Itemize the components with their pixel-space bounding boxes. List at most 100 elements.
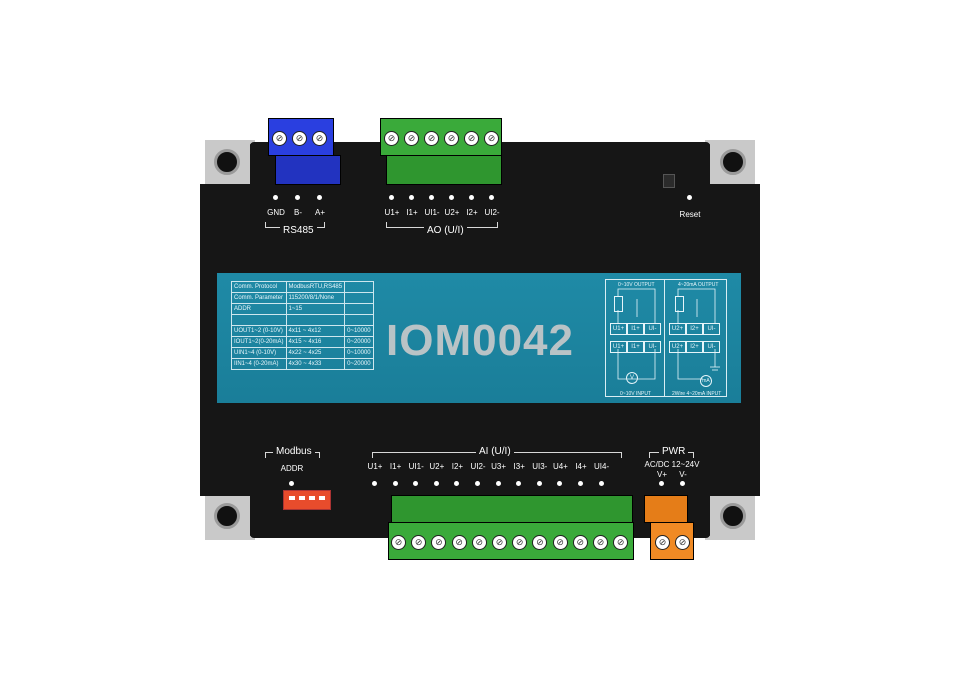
pwr-pin: [659, 481, 664, 486]
spec-cell: 0~10000: [344, 347, 374, 359]
screw-icon[interactable]: ⊘: [292, 131, 307, 146]
ai-pin-label: I4+: [575, 462, 587, 471]
terminal-cell: UI-: [703, 323, 720, 335]
screw-icon[interactable]: ⊘: [384, 131, 399, 146]
terminal-cell: I1+: [627, 341, 644, 353]
ai-pin: [454, 481, 460, 486]
terminal-cell: UI-: [644, 323, 661, 335]
spec-cell: Comm. Parameter: [231, 292, 287, 304]
pwr-terminal-base: [644, 495, 688, 523]
spec-cell: 0~10000: [344, 325, 374, 337]
screw-icon[interactable]: ⊘: [532, 535, 548, 550]
screw-icon[interactable]: ⊘: [411, 535, 427, 550]
ai-pin-label: UI2-: [470, 462, 486, 471]
rs485-pin-label: A+: [314, 208, 326, 217]
rs485-pin: [317, 195, 322, 200]
spec-cell: Comm. Protocol: [231, 281, 287, 293]
in-i-title: 2Wire 4~20mA INPUT: [672, 391, 722, 397]
screw-icon[interactable]: ⊘: [484, 131, 499, 146]
ao-pin: [469, 195, 474, 200]
screw-icon[interactable]: ⊘: [444, 131, 459, 146]
spec-cell: [344, 281, 374, 293]
terminal-cell: I2+: [686, 323, 703, 335]
screw-icon[interactable]: ⊘: [655, 535, 670, 550]
rs485-terminal-base: [275, 155, 341, 185]
terminal-cell: U1+: [610, 323, 627, 335]
pwr-group-label: PWR: [659, 446, 689, 457]
screw-icon[interactable]: ⊘: [572, 535, 588, 550]
terminal-cell: U2+: [669, 341, 686, 353]
pwr-spec-label: AC/DC 12~24V: [644, 460, 700, 469]
ai-pin-label: I1+: [389, 462, 402, 471]
screw-icon[interactable]: ⊘: [613, 535, 629, 550]
screw-icon[interactable]: ⊘: [272, 131, 287, 146]
screw-icon[interactable]: ⊘: [675, 535, 690, 550]
ao-pin: [449, 195, 454, 200]
ai-group-label: AI (U/I): [476, 446, 514, 457]
terminal-cell: U1+: [610, 341, 627, 353]
screw-icon[interactable]: ⊘: [424, 131, 439, 146]
screw-icon[interactable]: ⊘: [492, 535, 507, 550]
screw-icon[interactable]: ⊘: [312, 131, 327, 146]
screw-icon[interactable]: ⊘: [391, 535, 406, 550]
ai-pin-label: I3+: [513, 462, 525, 471]
ai-pin: [392, 481, 398, 486]
ai-pin-label: I2+: [451, 462, 464, 471]
ao-pin: [489, 195, 494, 200]
ai-terminal-base: [391, 495, 633, 523]
rs485-pin-label: GND: [267, 208, 285, 217]
rs485-group-label: RS485: [280, 225, 317, 236]
spec-cell: ModbusRTU,RS485: [285, 281, 346, 293]
spec-cell: 4x30 ~ 4x33: [285, 358, 346, 370]
screw-icon[interactable]: ⊘: [512, 535, 528, 550]
addr-dip-switch[interactable]: [283, 490, 331, 510]
screw-icon[interactable]: ⊘: [451, 535, 467, 550]
ai-pin: [475, 481, 480, 486]
spec-cell: [285, 314, 346, 326]
screw-icon[interactable]: ⊘: [464, 131, 479, 146]
voltmeter-icon: V: [626, 372, 638, 384]
reset-button[interactable]: [663, 174, 675, 188]
screw-icon[interactable]: ⊘: [471, 535, 487, 550]
screw-icon[interactable]: ⊘: [552, 535, 568, 550]
screw-icon[interactable]: ⊘: [431, 535, 447, 550]
ao-pin-label: U1+: [384, 208, 400, 217]
in-u-title: 0~10V INPUT: [620, 391, 651, 397]
ai-pin-label: UI3-: [532, 462, 548, 471]
reset-label: Reset: [679, 210, 701, 219]
ao-pin-label: I1+: [406, 208, 418, 217]
spec-cell: [344, 292, 374, 304]
spec-cell: UOUT1~2 (0-10V): [231, 325, 287, 337]
mount-hole-icon: [720, 503, 746, 529]
pwr-pin: [680, 481, 685, 486]
pwr-pin-label: V+: [656, 470, 668, 479]
spec-cell: UIN1~4 (0-10V): [231, 347, 287, 359]
ai-pin-label: UI1-: [408, 462, 424, 471]
ao-terminal-base: [386, 155, 502, 185]
resistor-icon: [614, 296, 623, 312]
rs485-pin: [273, 195, 278, 200]
screw-icon[interactable]: ⊘: [593, 535, 608, 550]
out-u-title: 0~10V OUTPUT: [618, 282, 655, 288]
ai-pin: [372, 481, 377, 486]
ai-pin: [536, 481, 542, 486]
dip-switch-levers: [289, 496, 325, 500]
spec-cell: 4x22 ~ 4x25: [285, 347, 346, 359]
spec-cell: [344, 303, 374, 315]
screw-icon[interactable]: ⊘: [404, 131, 419, 146]
model-name: IOM0042: [386, 316, 574, 365]
spec-cell: IOUT1~2(0-20mA): [231, 336, 287, 348]
addr-indicator: [289, 481, 294, 486]
ai-pin-label: UI4-: [594, 462, 610, 471]
mount-hole-icon: [720, 149, 746, 175]
terminal-cell: UI-: [703, 341, 720, 353]
spec-cell: 4x15 ~ 4x16: [285, 336, 346, 348]
mount-hole-icon: [214, 149, 240, 175]
reset-indicator: [687, 195, 692, 200]
ai-pin-label: U4+: [552, 462, 568, 471]
